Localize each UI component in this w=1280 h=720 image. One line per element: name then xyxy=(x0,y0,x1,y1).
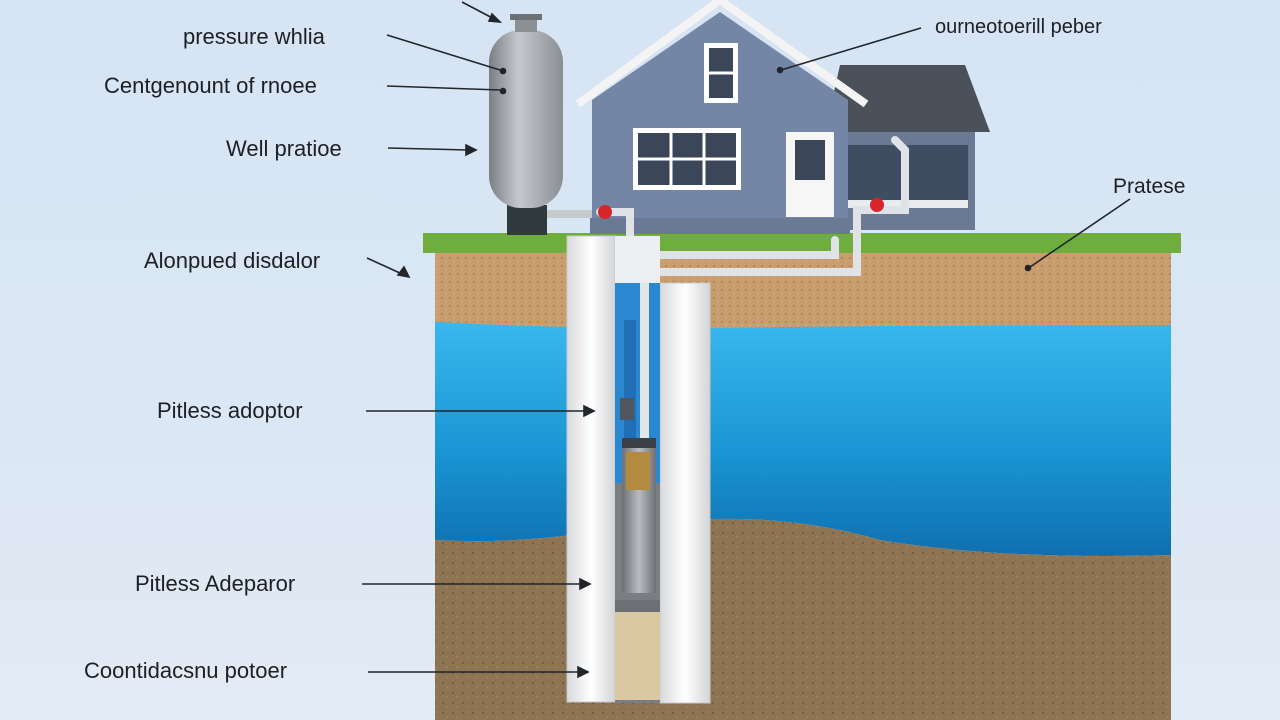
label-centgenount: Centgenount of rnoee xyxy=(104,73,317,98)
label-alonpued: Alonpued disdalor xyxy=(144,248,321,273)
label-pitless-adaptor: Pitless adoptor xyxy=(157,398,303,423)
label-pitless-adapter: Pitless Adeparor xyxy=(135,571,296,596)
label-house: ourneotoerill peber xyxy=(935,16,1102,38)
casing-right-wall xyxy=(659,282,711,704)
valve-right xyxy=(870,198,884,212)
casing-left-wall xyxy=(566,235,616,703)
pitless-adapter-fitting xyxy=(620,398,634,420)
porch-roof xyxy=(825,65,990,132)
pressure-tank xyxy=(489,14,597,235)
pump-base-sediment xyxy=(615,612,660,700)
well-casing xyxy=(566,235,711,704)
label-coontidacsn: Coontidacsnu potoer xyxy=(84,658,288,683)
label-pressure-tank: pressure whlia xyxy=(183,24,325,49)
topsoil-layer xyxy=(435,253,1171,333)
valve-left xyxy=(598,205,612,219)
house-roof-trim xyxy=(575,0,869,108)
label-pratese: Pratese xyxy=(1113,175,1186,198)
leader-lines xyxy=(362,1,1131,679)
house xyxy=(575,0,990,234)
ground-cross-section xyxy=(423,233,1181,720)
grass-strip xyxy=(423,233,1181,253)
label-well-pressure: Well pratioe xyxy=(226,136,342,161)
drop-pipe xyxy=(640,283,649,443)
aquifer-water-layer xyxy=(435,322,1171,556)
